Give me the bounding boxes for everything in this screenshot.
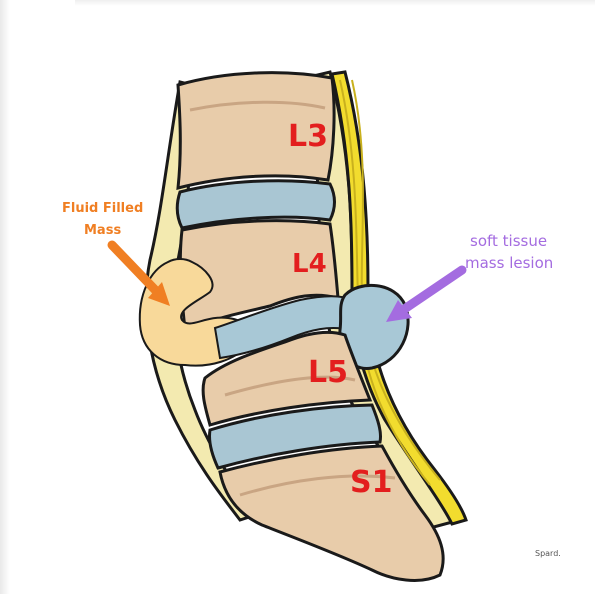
left-edge-shadow [0, 0, 10, 594]
soft-mass-label-line2: mass lesion [465, 254, 553, 272]
fluid-mass-label-line2: Mass [84, 223, 121, 238]
fluid-mass-label-line1: Fluid Filled [62, 201, 143, 216]
soft-mass-label-line1: soft tissue [470, 232, 547, 250]
label-l5: L5 [308, 355, 348, 390]
label-l4: L4 [292, 249, 327, 279]
label-l3: L3 [288, 119, 328, 154]
top-edge-shadow [75, 0, 595, 6]
label-s1: S1 [350, 465, 392, 500]
artist-signature: Spard. [535, 549, 561, 558]
